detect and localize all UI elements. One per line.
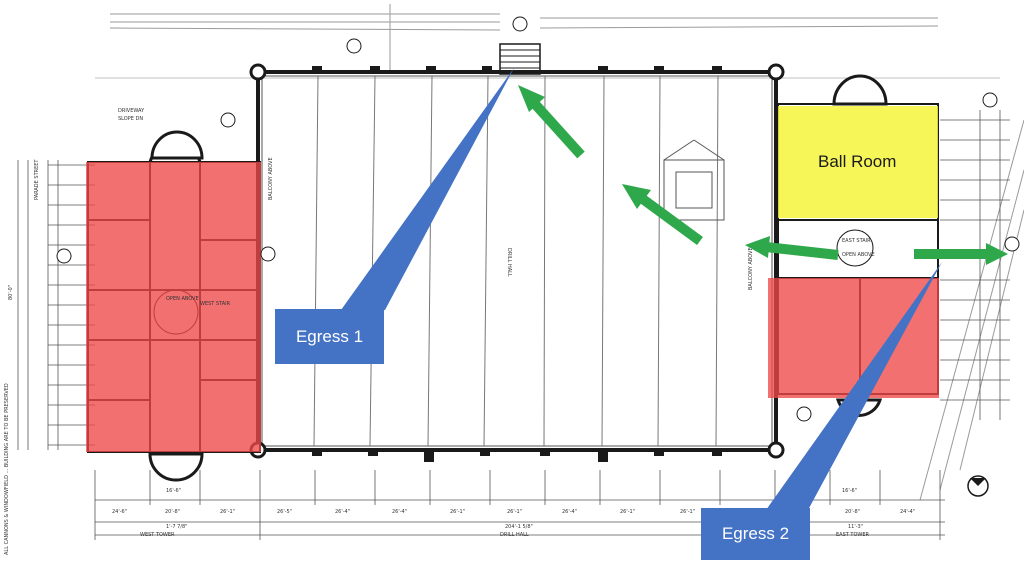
east-small-dim-label: 16'-6"	[842, 488, 857, 494]
truss-lines	[313, 75, 719, 447]
flow-arrow-hall-icon	[622, 184, 703, 246]
ballroom-zone	[778, 106, 938, 218]
left-dimension-lines	[17, 160, 95, 450]
east-tower-dim-label: 11'-3"	[848, 524, 863, 530]
flow-arrow-west-icon	[745, 236, 839, 260]
north-entrance-stair	[499, 16, 541, 75]
egress-2-label: Egress 2	[721, 524, 790, 543]
east-open-above-label: OPEN ABOVE	[842, 252, 875, 258]
hall-center-fixture	[663, 139, 725, 221]
hall-dim-label: 26'-4"	[392, 509, 407, 515]
west-dim-label: 24'-6"	[112, 509, 127, 515]
hall-dim-label: 26'-5"	[277, 509, 292, 515]
west-tower-rounds	[148, 130, 204, 482]
west-small-dim-label: 16'-6"	[166, 488, 181, 494]
north-arrow-icon	[967, 475, 989, 497]
egress-2-callout: Egress 2	[701, 508, 810, 560]
hall-dim-label: 26'-1"	[680, 509, 695, 515]
egress-1-label: Egress 1	[295, 326, 364, 346]
section-markers	[56, 38, 1020, 422]
west-dim-label: 20'-8"	[165, 509, 180, 515]
wall-pilasters	[312, 66, 722, 462]
overall-dim-left-label: 80'-0"	[8, 285, 14, 300]
flow-arrow-east-icon	[914, 243, 1008, 265]
egress-1-pointer	[341, 68, 514, 310]
egress-2-pointer	[766, 262, 942, 510]
drill-hall-bottom-label: DRILL HALL	[500, 532, 529, 538]
overall-dim-bottom-label: 204'-1 5/8"	[505, 524, 533, 530]
driveway-slope-label: SLOPE DN	[118, 116, 143, 122]
hall-dim-label: 26'-1"	[450, 509, 465, 515]
west-tower-dim-label: 1'-7 7/8"	[166, 524, 187, 530]
egress-pointers	[341, 68, 942, 510]
right-dimension-lines	[940, 110, 1010, 420]
drill-hall-center-label: DRILL HALL	[506, 248, 512, 277]
west-tower-label: WEST TOWER	[140, 532, 175, 538]
bottom-dimension-labels: 24'-6" 20'-8" 26'-1" 26'-5" 26'-4" 26'-4" 26'-…	[112, 509, 915, 515]
ballroom-label: Ball Room	[818, 152, 897, 171]
hall-dim-label: 26'-4"	[562, 509, 577, 515]
driveway-label: DRIVEWAY	[118, 108, 145, 114]
flow-arrow-north-icon	[518, 85, 585, 159]
hall-dim-label: 26'-1"	[507, 509, 522, 515]
west-tower-zone	[86, 162, 261, 452]
open-above-west-label: OPEN ABOVE	[166, 296, 199, 302]
west-dim-label: 26'-1"	[220, 509, 235, 515]
west-stair-label: WEST STAIR	[200, 301, 231, 307]
flow-arrows	[518, 85, 1008, 265]
drill-hall-walls	[249, 63, 785, 459]
east-dim-label: 24'-4"	[900, 509, 915, 515]
parade-street-label: PARADE STREET	[34, 159, 40, 200]
east-tower-zone	[768, 278, 939, 398]
balcony-above-east-label: BALCONY ABOVE	[748, 247, 754, 290]
east-tower-label: EAST TOWER	[836, 532, 869, 538]
side-note-label: ALL CANNONS & WINDOWFIELD ... BUILDING A…	[4, 383, 10, 555]
street-lines	[95, 4, 1000, 79]
east-stair-label: EAST STAIR	[842, 238, 871, 244]
balcony-above-west-label: BALCONY ABOVE	[268, 157, 274, 200]
egress-1-callout: Egress 1	[275, 309, 384, 364]
hall-dim-label: 26'-4"	[335, 509, 350, 515]
hall-dim-label: 26'-1"	[620, 509, 635, 515]
east-dim-label: 20'-8"	[845, 509, 860, 515]
